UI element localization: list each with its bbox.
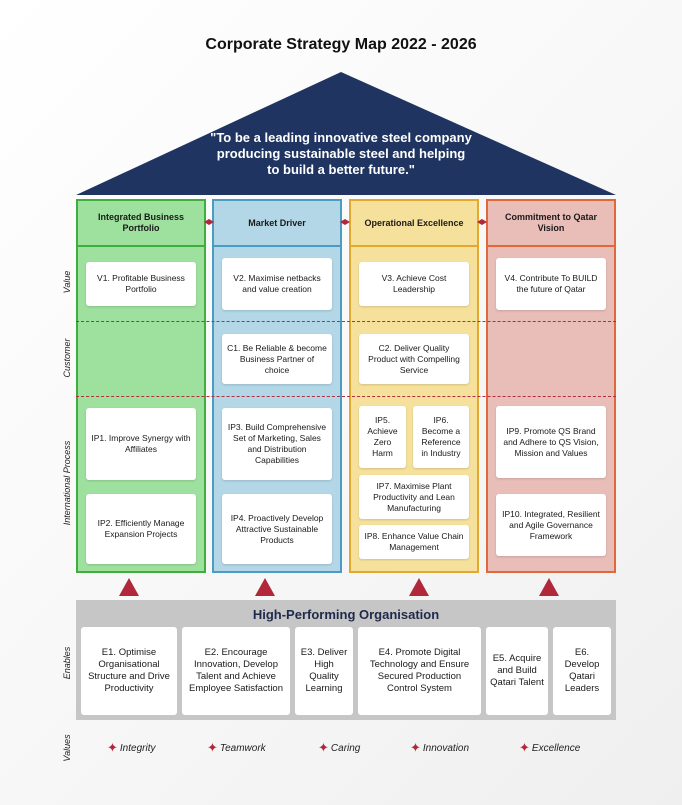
row-label-international-process: International Process	[62, 440, 72, 526]
value-label: Teamwork	[219, 742, 266, 754]
value-teamwork: ✦Teamwork	[207, 740, 266, 756]
star-icon: ✦	[318, 740, 329, 755]
page-title: Corporate Strategy Map 2022 - 2026	[205, 36, 477, 53]
objective-c2: C2. Deliver Quality Product with Compell…	[359, 334, 469, 384]
up-arrow-4	[539, 578, 559, 596]
objective-v1: V1. Profitable Business Portfolio	[86, 262, 196, 306]
objective-ip10: IP10. Integrated, Resilient and Agile Go…	[496, 494, 606, 556]
objective-ip1: IP1. Improve Synergy with Affiliates	[86, 408, 196, 480]
objective-ip4: IP4. Proactively Develop Attractive Sust…	[222, 494, 332, 564]
value-label: Innovation	[422, 742, 470, 754]
connector-left-1	[204, 219, 209, 225]
value-excellence: ✦Excellence	[519, 740, 580, 756]
connector-left-3	[477, 219, 482, 225]
enabler-e4: E4. Promote Digital Technology and Ensur…	[358, 627, 481, 715]
objective-ip5: IP5. Achieve Zero Harm	[359, 406, 406, 468]
pillar-connectors	[204, 219, 487, 225]
star-icon: ✦	[519, 740, 530, 755]
value-label: Excellence	[531, 742, 581, 754]
enabler-e1: E1. Optimise Organisational Structure an…	[81, 627, 177, 715]
connector-left-2	[340, 219, 345, 225]
objective-v2: V2. Maximise netbacks and value creation	[222, 258, 332, 310]
up-arrow-1	[119, 578, 139, 596]
enabler-e3: E3. Deliver High Quality Learning	[295, 627, 353, 715]
value-caring: ✦Caring	[318, 740, 360, 756]
up-arrow-2	[255, 578, 275, 596]
row-label-enables: Enables	[62, 646, 72, 680]
objective-ip9: IP9. Promote QS Brand and Adhere to QS V…	[496, 406, 606, 478]
objective-c1: C1. Be Reliable & become Business Partne…	[222, 334, 332, 384]
pillar-3-title: Operational Excellence	[351, 201, 477, 247]
enabler-e6: E6. Develop Qatari Leaders	[553, 627, 611, 715]
row-label-values: Values	[62, 734, 72, 762]
objective-v3: V3. Achieve Cost Leadership	[359, 262, 469, 306]
foundation-arrows	[119, 578, 559, 596]
row-divider-customer-process	[76, 396, 616, 397]
pillar-4-title: Commitment to Qatar Vision	[488, 201, 614, 247]
objective-v4: V4. Contribute To BUILD the future of Qa…	[496, 258, 606, 310]
up-arrow-3	[409, 578, 429, 596]
objective-ip2: IP2. Efficiently Manage Expansion Projec…	[86, 494, 196, 564]
pillar-1-title: Integrated Business Portfolio	[78, 201, 204, 247]
enabler-e2: E2. Encourage Innovation, Develop Talent…	[182, 627, 290, 715]
row-label-customer: Customer	[62, 338, 72, 378]
star-icon: ✦	[207, 740, 218, 755]
value-innovation: ✦Innovation	[410, 740, 469, 756]
connector-right-2	[345, 219, 350, 225]
objective-ip8: IP8. Enhance Value Chain Management	[359, 525, 469, 559]
value-integrity: ✦Integrity	[107, 740, 155, 756]
roof-shape	[76, 72, 616, 195]
objective-ip7: IP7. Maximise Plant Productivity and Lea…	[359, 475, 469, 519]
star-icon: ✦	[107, 740, 118, 755]
connector-right-3	[482, 219, 487, 225]
star-icon: ✦	[410, 740, 421, 755]
pillar-2-title: Market Driver	[214, 201, 340, 247]
objective-ip6: IP6. Become a Reference in Industry	[413, 406, 469, 468]
row-label-value: Value	[62, 270, 72, 294]
enabler-e5: E5. Acquire and Build Qatari Talent	[486, 627, 548, 715]
objective-ip3: IP3. Build Comprehensive Set of Marketin…	[222, 408, 332, 480]
vision-statement: "To be a leading innovative steel compan…	[210, 130, 472, 177]
value-label: Integrity	[119, 742, 156, 754]
hpo-title: High-Performing Organisation	[252, 607, 440, 622]
connector-right-1	[209, 219, 214, 225]
roof-triangle	[76, 72, 616, 195]
value-label: Caring	[330, 742, 361, 754]
row-divider-value-customer	[76, 321, 616, 322]
